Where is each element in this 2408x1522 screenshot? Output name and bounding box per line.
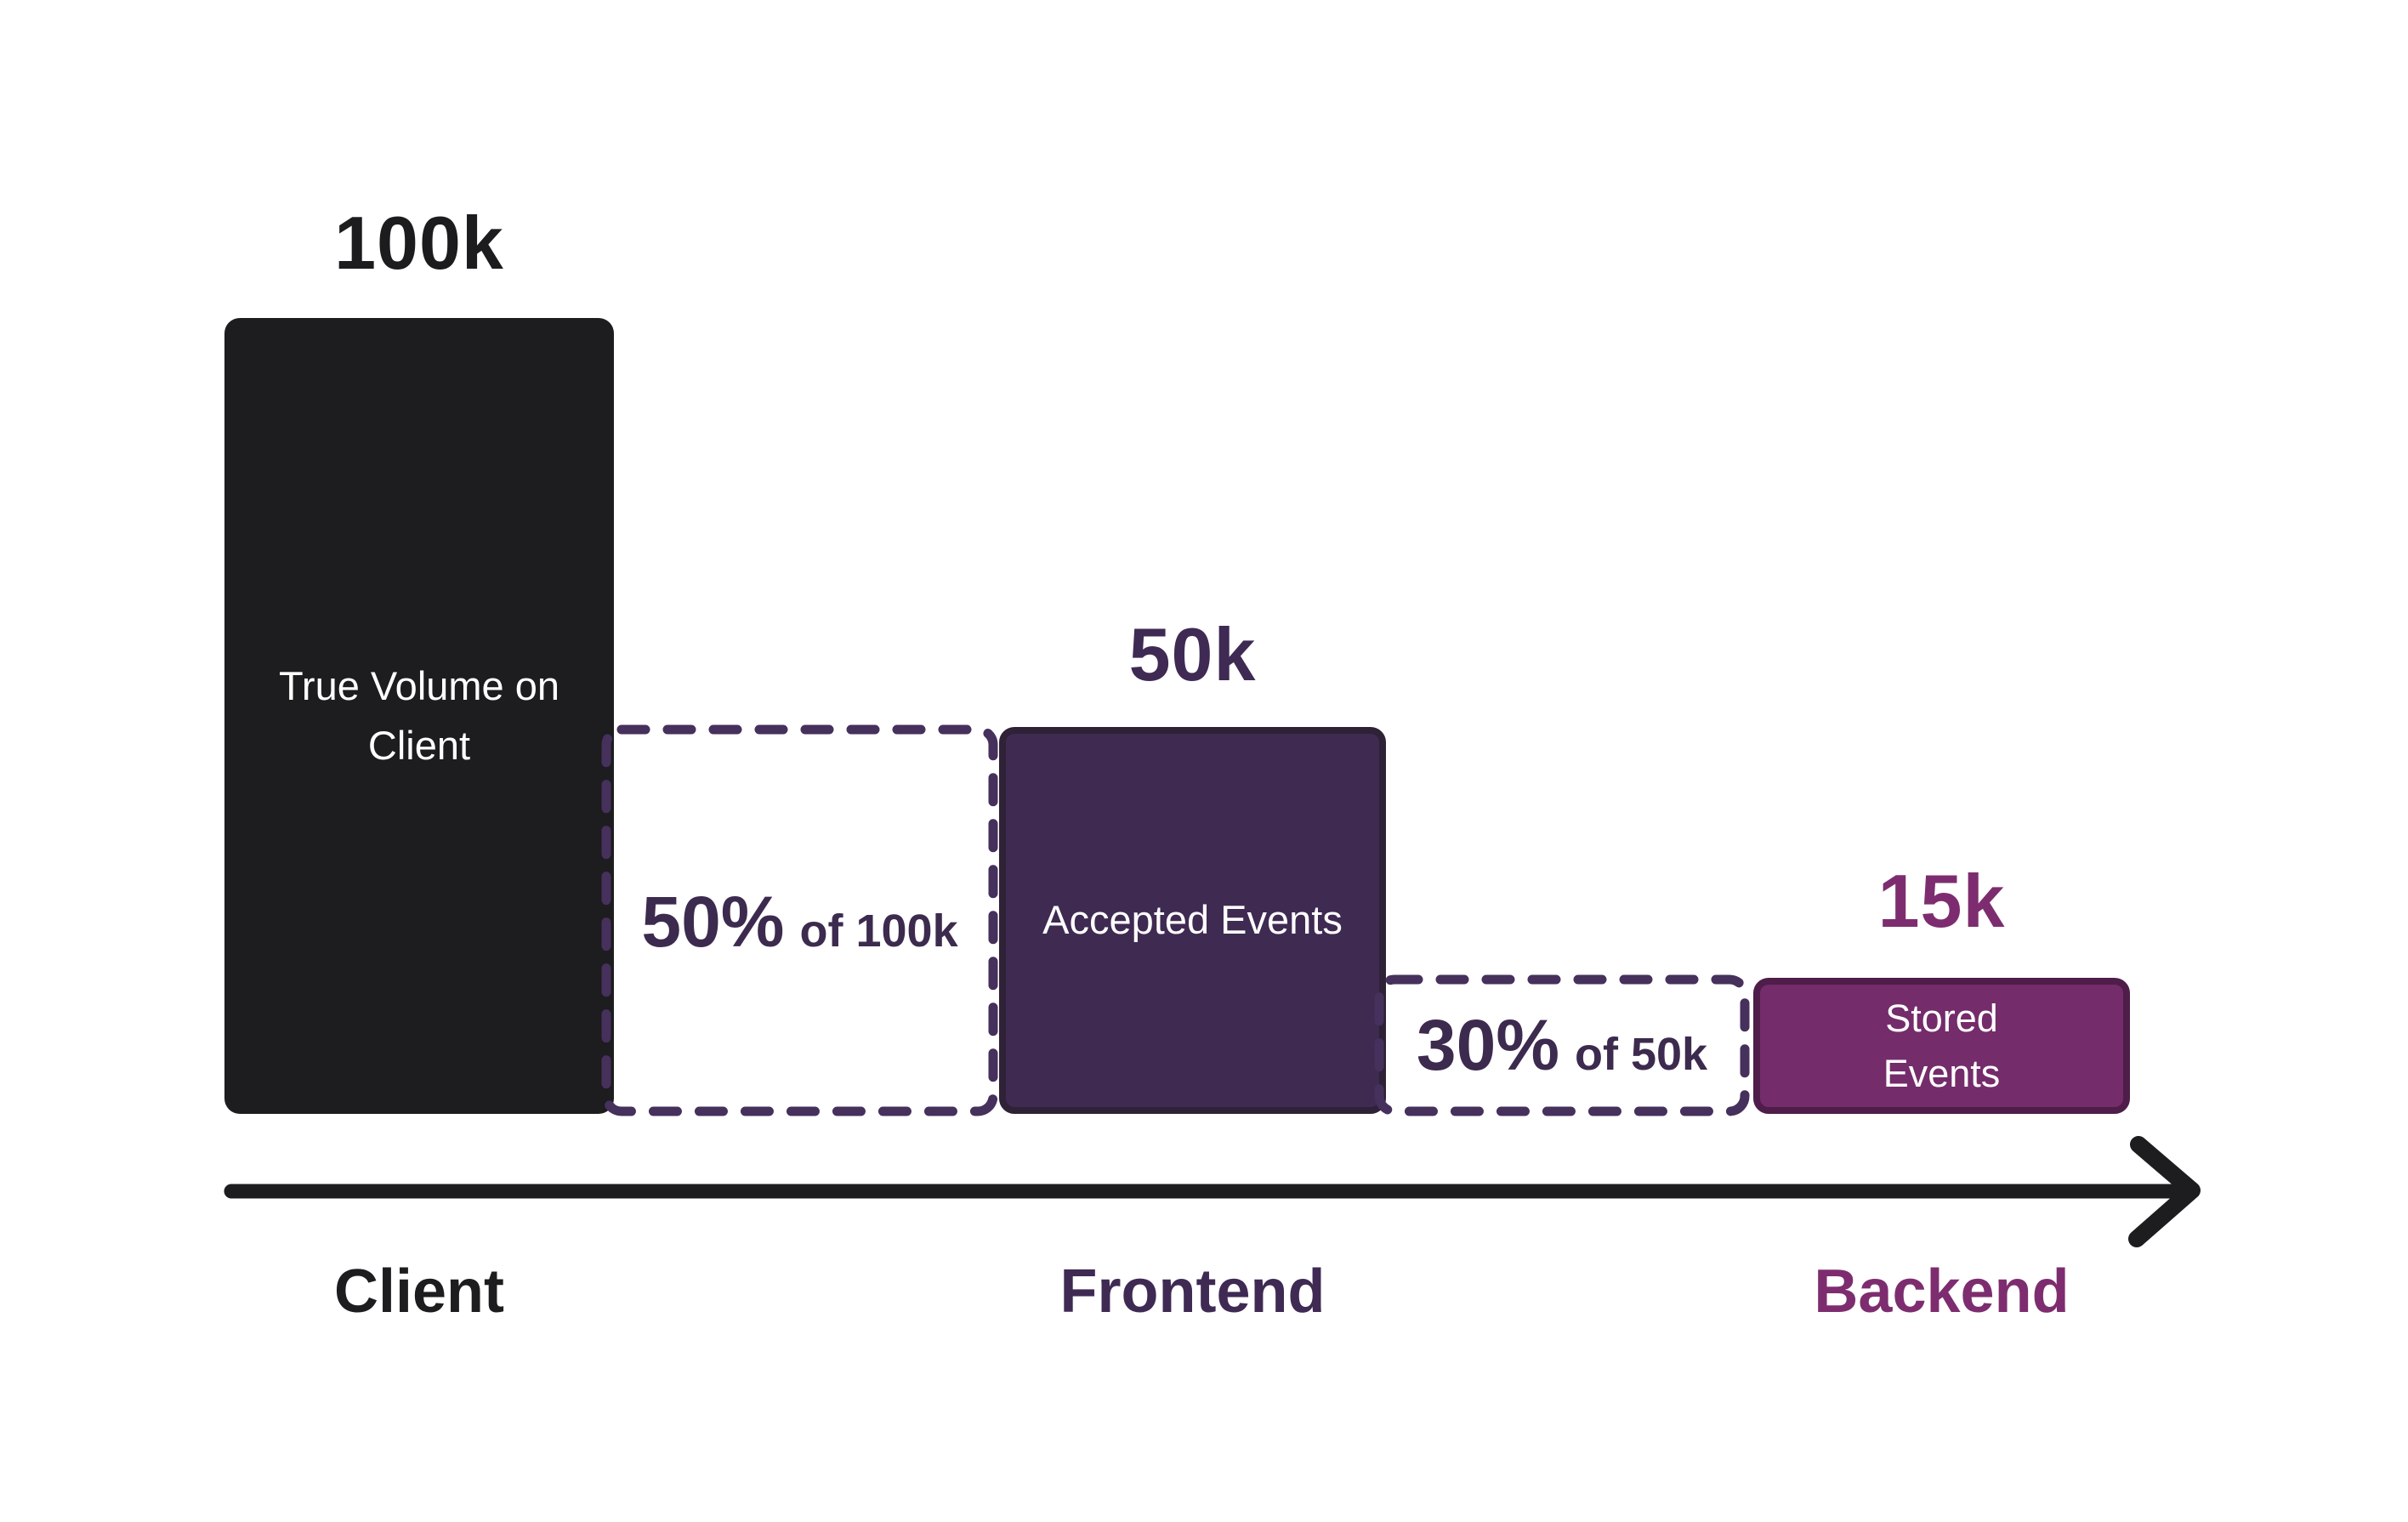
dashed-rect-30-percent [1374, 974, 1750, 1116]
value-label-backend: 15k [1877, 859, 2006, 943]
drop1-percent: 50% [641, 882, 785, 962]
axis-label-frontend: Frontend [1059, 1258, 1326, 1326]
axis-arrowhead-icon [2128, 1136, 2201, 1247]
drop1-of-label: of 100k [799, 906, 958, 957]
drop2-percent: 30% [1416, 1005, 1560, 1085]
axis-label-client: Client [333, 1258, 504, 1326]
bar-accepted-events: Accepted Events [999, 727, 1386, 1114]
drop-box-30-percent [1374, 974, 1750, 1116]
bar-label-accepted-events: Accepted Events [1042, 897, 1343, 943]
drop-box-50-percent [601, 724, 998, 1116]
dashed-rect-50-percent [601, 724, 998, 1116]
bar-label-stored-events: Stored Events [1883, 996, 2001, 1095]
bar-stored-events: Stored Events [1753, 978, 2130, 1114]
axis-label-backend: Backend [1814, 1258, 2070, 1326]
bar-label-true-volume: True Volume on Client [278, 662, 560, 769]
value-label-client: 100k [334, 201, 504, 285]
drop2-of-label: of 50k [1575, 1029, 1708, 1080]
drop-annotation-frontend-backend: 30% of 50k [1379, 980, 1745, 1111]
value-label-frontend: 50k [1128, 612, 1257, 696]
bar-true-volume-on-client: True Volume on Client [224, 318, 614, 1114]
drop-annotation-client-frontend: 50% of 100k [606, 733, 993, 1111]
